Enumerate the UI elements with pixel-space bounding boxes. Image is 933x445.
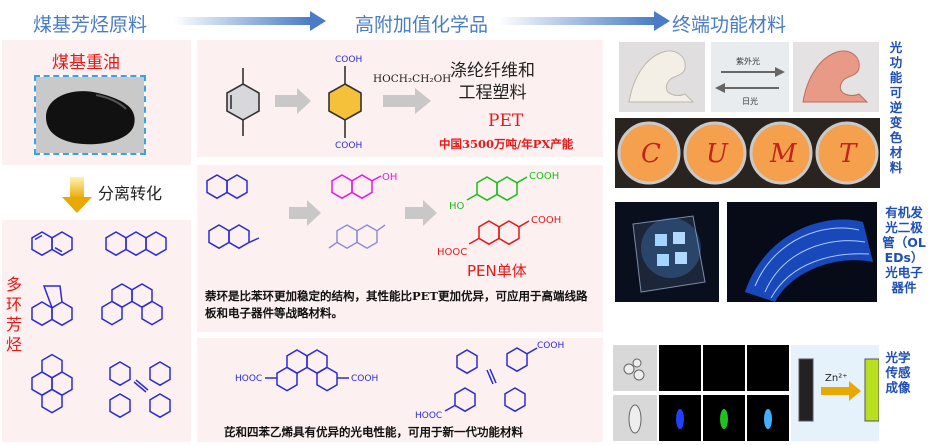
- process-label: 分离转化: [98, 184, 163, 203]
- naphthol-intermediate: OH: [331, 172, 397, 200]
- cell-imaging-grid: [613, 345, 789, 441]
- pen-monomer-label: PEN单体: [467, 262, 527, 280]
- pen-arrow-1: [289, 200, 321, 226]
- pen-cooh-red: COOH: [531, 215, 561, 226]
- cumt-dishes: C U M T: [615, 118, 880, 188]
- sensing-label: 光学传感成像: [885, 350, 911, 395]
- pet-product: 涤纶纤维和 工程塑料: [450, 60, 535, 104]
- pen-hooc-red: HOOC: [437, 247, 467, 258]
- naphthalene-reactant: [206, 174, 248, 200]
- pet-name: PET: [488, 111, 524, 131]
- pyrene-description: 芘和四苯乙烯具有优异的光电性能，可用于新一代功能材料: [224, 425, 523, 439]
- dish-u: [683, 121, 747, 185]
- header-chemicals: 高附加值化学品: [355, 14, 489, 36]
- pet-product-line2: 工程塑料: [458, 83, 527, 103]
- dish-m: [749, 121, 813, 185]
- flexible-oled-image: [727, 202, 877, 302]
- pet-product-line1: 涤纶纤维和: [450, 61, 535, 81]
- sunlight-label: 日光: [742, 96, 758, 106]
- phenanthrene-structure: [101, 283, 163, 326]
- pen-arrow-2: [405, 200, 437, 226]
- zn-detection-image: Zn²⁺: [791, 345, 879, 441]
- photochromic-label: 光功能可逆变色材料: [889, 40, 903, 175]
- sensing-images: Zn²⁺: [613, 345, 879, 441]
- dragon-pink-image: [793, 42, 879, 112]
- letter-m: M: [769, 139, 798, 169]
- pyrene-hooc: HOOC: [235, 374, 262, 384]
- reversible-arrows: 紫外光 日光: [711, 42, 789, 112]
- pen-description: 萘环是比苯环更加稳定的结构，其性能比PET更加优异，可应用于高端线路板和电子器件…: [205, 289, 588, 320]
- pet-cooh-bottom: COOH: [335, 141, 362, 151]
- px-capacity: 中国3500万吨/年PX产能: [439, 137, 574, 151]
- naphthalene-structure: [31, 231, 73, 257]
- header-arrow-1: [173, 11, 326, 31]
- letter-t: T: [839, 139, 858, 169]
- methylnaphthalene-reactant: [208, 224, 260, 250]
- pen-scheme: OH COOH HO COOH HOOC: [206, 171, 561, 258]
- dimethylnaphthalene-intermediate: [328, 224, 386, 250]
- tpe-dicarboxylic-acid: COOH HOOC: [415, 341, 564, 421]
- header-arrow-2: [498, 11, 670, 31]
- down-arrow-icon: [62, 177, 92, 213]
- coal-tar-photo: [34, 75, 146, 155]
- pah-panel: [2, 220, 191, 442]
- oled-label: 有机发光二极管（OLEDs）光电子器件: [882, 205, 926, 295]
- oled-device-image: [615, 202, 719, 302]
- pyrene-structure: [31, 353, 73, 414]
- pyrene-dicarboxylic-acid: HOOC COOH: [235, 349, 378, 392]
- ethylene-glycol-label: HOCH₂CH₂OH: [373, 73, 451, 85]
- p-xylene-structure: [226, 68, 260, 136]
- pen-panel: [197, 165, 603, 332]
- anthracene-structure: [105, 231, 167, 257]
- tpe-cooh: COOH: [537, 341, 564, 351]
- pen-oh: OH: [382, 172, 397, 183]
- pyrene-scheme: HOOC COOH COOH HOOC: [235, 341, 564, 421]
- uv-label: 紫外光: [736, 56, 760, 66]
- zn-label: Zn²⁺: [825, 373, 847, 384]
- header-raw-materials: 煤基芳烃原料: [33, 14, 148, 36]
- pet-cooh-top: COOH: [335, 55, 362, 65]
- pen-ho: HO: [449, 201, 465, 212]
- letter-c: C: [641, 139, 661, 169]
- dish-t: [815, 121, 879, 185]
- header-materials: 终端功能材料: [672, 14, 787, 36]
- pah-structures: [31, 231, 171, 419]
- tpe-hooc: HOOC: [415, 411, 442, 421]
- acenaphthene-structure: [31, 285, 73, 327]
- pyrene-cooh: COOH: [351, 374, 378, 384]
- naphthalene-dicarboxylic-acid: COOH HOOC: [437, 215, 561, 258]
- oled-images: [615, 202, 877, 302]
- coal-tar-image: [36, 77, 144, 153]
- coal-tar-label: 煤基重油: [52, 53, 120, 73]
- reaction-arrow-1: [275, 88, 311, 114]
- terephthalic-acid-structure: COOH COOH: [328, 55, 362, 151]
- header-arrows: [173, 11, 670, 31]
- dragon-white-image: [619, 42, 705, 112]
- photochromic-images: 紫外光 日光 C U M T: [615, 38, 880, 188]
- tetraphenylethylene-structure: [109, 361, 171, 419]
- hydroxynaphthoic-acid: COOH HO: [449, 171, 559, 212]
- dish-c: [617, 121, 681, 185]
- pah-label: 多环芳烃: [5, 275, 22, 354]
- reaction-arrow-2: [383, 88, 431, 114]
- pet-scheme: COOH COOH HOCH₂CH₂OH: [226, 55, 451, 151]
- pyrene-panel: [197, 338, 603, 442]
- pen-cooh-green: COOH: [529, 171, 559, 182]
- letter-u: U: [706, 139, 729, 169]
